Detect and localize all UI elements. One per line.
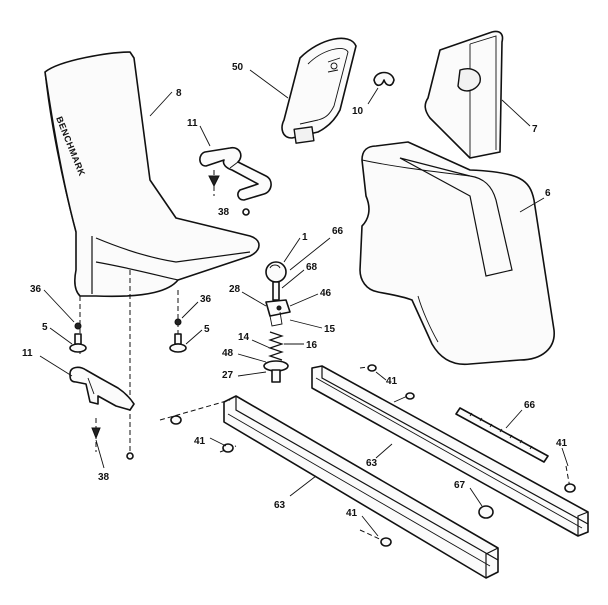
- part-67-knob: [478, 505, 494, 519]
- leader-36a: [43, 289, 75, 323]
- bolt-27: [271, 369, 281, 383]
- leader-48: [237, 353, 267, 363]
- callout-67: 67: [454, 480, 466, 491]
- lock-assembly: [263, 261, 291, 383]
- leader-6: [519, 197, 545, 213]
- leader-63a: [375, 443, 393, 459]
- screw-41d: [359, 529, 392, 547]
- screw-41a: [359, 364, 415, 403]
- callout-66a: 66: [332, 226, 344, 237]
- leader-46: [289, 293, 319, 307]
- leader-63b: [289, 475, 317, 497]
- leader-11a: [199, 125, 211, 147]
- leader-41a: [375, 371, 387, 381]
- part-7-guard-plate: [424, 30, 504, 159]
- callout-14: 14: [238, 332, 250, 343]
- leader-38b: [95, 439, 105, 469]
- callout-48: 48: [222, 348, 234, 359]
- leader-41d: [361, 515, 379, 537]
- callout-10: 10: [352, 106, 364, 117]
- leader-5b: [185, 329, 203, 345]
- callout-63a: 63: [366, 458, 378, 469]
- leader-5a: [49, 327, 73, 345]
- callout-46: 46: [320, 288, 332, 299]
- nut-36a: [74, 322, 82, 330]
- leader-27: [237, 371, 267, 377]
- part-8-seat: BENCHMARK: [44, 51, 260, 298]
- callout-68: 68: [306, 262, 318, 273]
- leader-41b: [209, 437, 227, 447]
- spring-16: [268, 331, 284, 361]
- callout-15: 15: [324, 324, 336, 335]
- leader-8: [149, 91, 173, 117]
- callout-7: 7: [532, 124, 538, 135]
- part-10-clip: [373, 71, 395, 87]
- callout-66b: 66: [524, 400, 536, 411]
- screw-5b: [169, 333, 187, 353]
- callout-11a: 11: [187, 118, 198, 129]
- callout-8: 8: [176, 88, 182, 99]
- part-50-handle: [281, 37, 357, 144]
- callout-38a: 38: [218, 207, 230, 218]
- leader-15: [289, 319, 323, 329]
- leader-68: [281, 269, 305, 289]
- leader-36b: [181, 301, 199, 319]
- leader-14: [251, 339, 271, 349]
- screw-41c: [564, 465, 576, 493]
- callout-11b: 11: [22, 348, 33, 359]
- callout-5a: 5: [42, 322, 48, 333]
- callout-1: 1: [302, 232, 308, 243]
- callout-28: 28: [229, 284, 241, 295]
- screw-38b: [91, 427, 101, 440]
- screw-38a-head: [242, 208, 250, 216]
- callout-38b: 38: [98, 472, 110, 483]
- stem-68: [272, 281, 280, 301]
- callout-41b: 41: [194, 436, 206, 447]
- leader-1: [283, 237, 301, 263]
- callout-5b: 5: [204, 324, 210, 335]
- leader-66b: [505, 409, 523, 429]
- screw-38a: [208, 175, 220, 188]
- part-11-bracket-lower: [69, 366, 135, 411]
- leader-28: [241, 291, 267, 307]
- leader-10: [367, 87, 379, 105]
- part-11-bracket-upper: [199, 146, 272, 201]
- callout-16: 16: [306, 340, 318, 351]
- callout-36a: 36: [30, 284, 42, 295]
- callout-41c: 41: [556, 438, 568, 449]
- leader-67: [469, 487, 483, 507]
- callout-6: 6: [545, 188, 551, 199]
- callout-27: 27: [222, 370, 234, 381]
- callout-36b: 36: [200, 294, 212, 305]
- leader-41c: [561, 447, 569, 467]
- screw-5a: [69, 333, 87, 353]
- leader-50: [249, 69, 289, 99]
- leader-7: [501, 99, 531, 127]
- leader-11b: [39, 355, 73, 377]
- part-63-rail-front: [223, 395, 499, 579]
- screw-38b-head: [126, 452, 134, 460]
- part-63-rail-back: [311, 365, 589, 537]
- callout-41a: 41: [386, 376, 398, 387]
- nut-36b: [174, 318, 182, 326]
- callout-50: 50: [232, 62, 244, 73]
- callout-41d: 41: [346, 508, 358, 519]
- callout-63b: 63: [274, 500, 286, 511]
- part-66-scale-strip: [455, 407, 549, 463]
- leader-66a: [289, 237, 331, 271]
- part-6-housing: [359, 141, 555, 366]
